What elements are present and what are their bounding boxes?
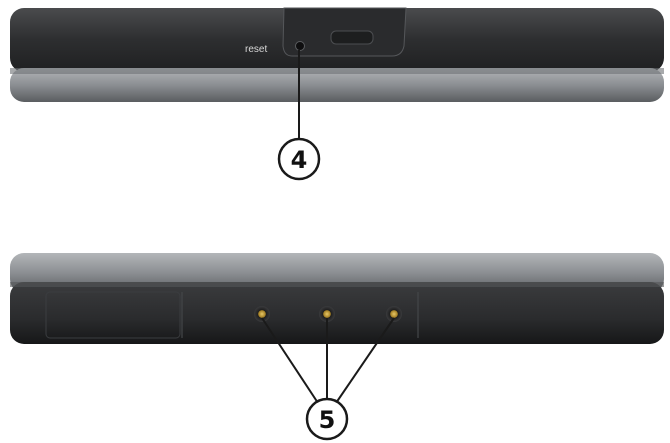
bottom-device-body — [10, 282, 664, 344]
callout-5-leader-1 — [261, 317, 319, 404]
callout-5-number: 5 — [319, 406, 336, 434]
card-slot — [330, 30, 374, 45]
contact-pin-2 — [319, 306, 335, 322]
left-panel — [45, 291, 181, 339]
callout-5-circle — [305, 397, 349, 441]
callout-5-leader-3 — [335, 317, 395, 404]
contact-pin-1 — [254, 306, 270, 322]
device-bottom-edge — [10, 253, 664, 344]
callout-4-circle — [277, 137, 321, 181]
callout-4-number: 4 — [291, 146, 308, 174]
reset-hole[interactable] — [295, 41, 305, 51]
top-device-grey-band — [10, 68, 664, 102]
callout-5: 5 — [261, 317, 395, 441]
callout-4: 4 — [277, 50, 321, 181]
device-top-edge: reset — [10, 7, 664, 102]
contact-pin-3 — [386, 306, 402, 322]
reset-label: reset — [245, 44, 267, 55]
